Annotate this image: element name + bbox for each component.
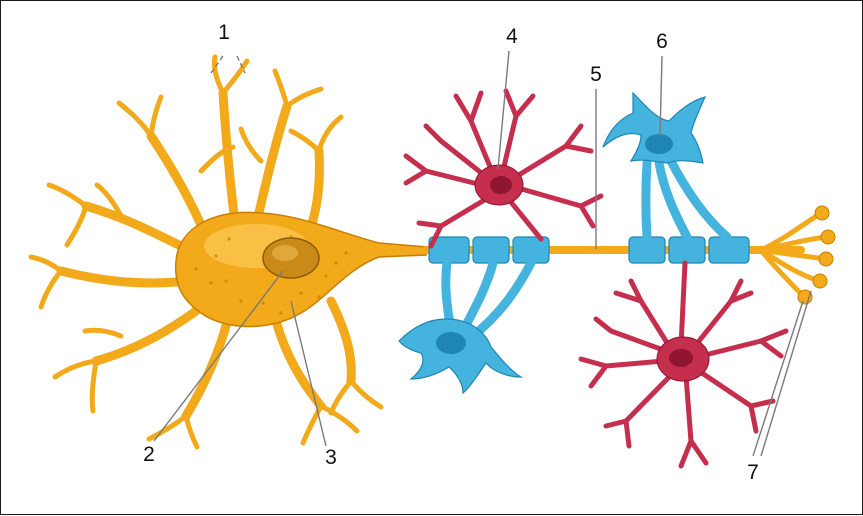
- label-3: 3: [325, 446, 337, 469]
- axon-terminals: [761, 206, 835, 304]
- glial-nucleus: [645, 134, 673, 154]
- label-7: 7: [747, 461, 759, 484]
- glial-nucleus: [436, 332, 466, 354]
- glial-soma: [399, 319, 521, 393]
- glial-cell-blue-lower: [399, 263, 531, 393]
- glial-cell-red-lower: [581, 263, 786, 466]
- glial-nucleus: [490, 176, 512, 194]
- label-4: 4: [506, 25, 518, 48]
- label-1: 1: [218, 21, 230, 44]
- label-2: 2: [143, 443, 155, 466]
- label-6: 6: [656, 30, 668, 53]
- glial-nucleus: [669, 349, 693, 367]
- leader-7: [753, 291, 811, 456]
- nucleus-highlight: [272, 245, 298, 261]
- label-5: 5: [590, 63, 602, 86]
- glial-cell-blue-upper: [603, 93, 727, 237]
